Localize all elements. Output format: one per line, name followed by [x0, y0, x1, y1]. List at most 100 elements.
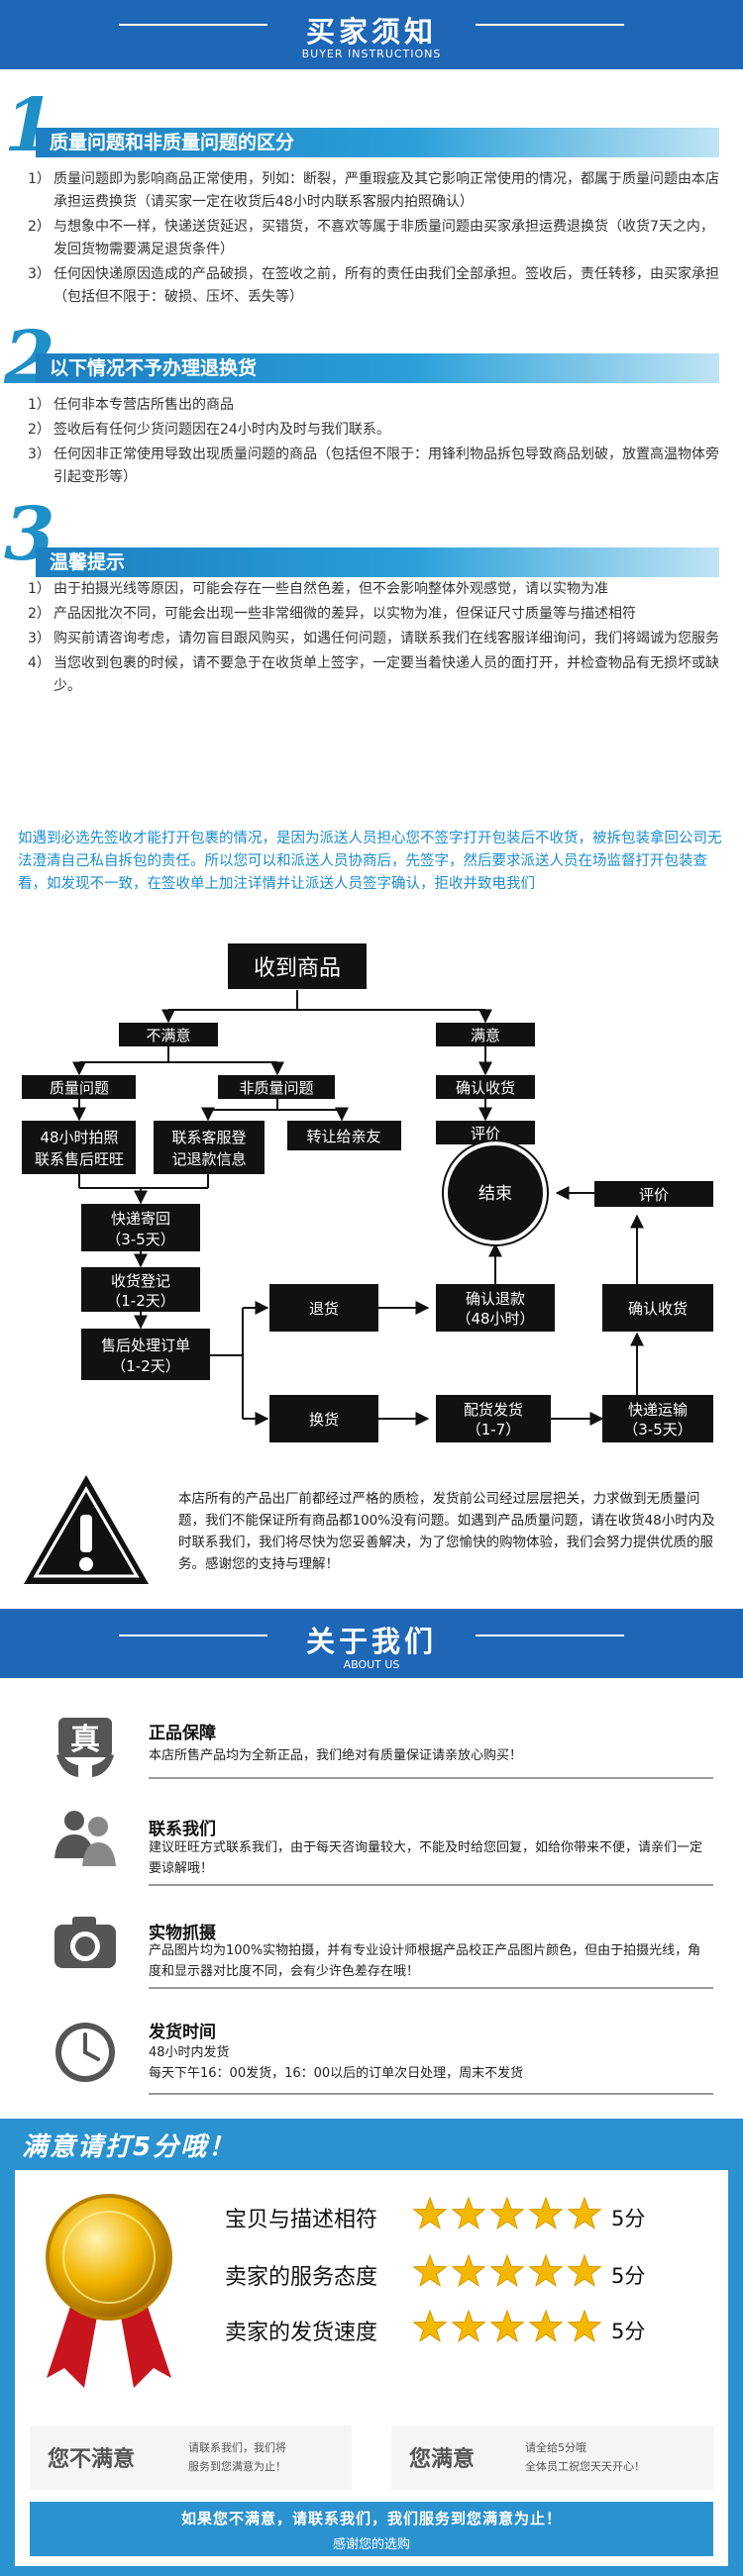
star-icon[interactable]: [489, 2196, 525, 2229]
star-icon[interactable]: [528, 2309, 564, 2342]
flow-confirm2-label: 确认收货: [628, 1300, 688, 1318]
quality-check-statement: 本店所有的产品出厂前都经过严格的质检，发货前公司经过层层把关，力求做到无质量问题…: [178, 1491, 715, 1572]
contact-satisfaction-bar: 如果您不满意，请联系我们，我们服务到您满意为止！ 感谢您的选购: [30, 2502, 713, 2556]
list-item: 3）购买前请咨询考虑，请勿盲目跟风购买，如遇任何问题，请联系我们在线客服详细询问…: [28, 631, 719, 646]
flow-unsatisfied-box: [119, 1023, 218, 1046]
flow-ship-label-1: 配货发货: [464, 1401, 523, 1419]
list-item: 1）任何非本专营店所售出的商品: [28, 397, 234, 413]
about-divider: [149, 1987, 713, 1989]
buyer-instructions-header: 买家须知 BUYER INSTRUCTIONS: [0, 0, 743, 69]
section-1-list: 1）质量问题即为影响商品正常使用，列如：断裂，严重瑕疵及其它影响正常使用的情况，…: [28, 168, 721, 311]
flow-review-label: 评价: [471, 1125, 500, 1142]
flow-receive-label: 收到商品: [254, 956, 341, 981]
flow-register-label-1: 收货登记: [111, 1272, 170, 1290]
section-3-list: 1）由于拍摄光线等原因，可能会存在一些自然色差，但不会影响整体外观感觉，请以实物…: [28, 578, 721, 700]
star-icon[interactable]: [412, 2196, 448, 2229]
flow-transit-label-2: （3-5天）: [623, 1421, 692, 1438]
list-item: 2）签收后有任何少货问题因在24小时内及时与我们联系。: [28, 422, 390, 438]
list-item: 4）当您收到包裹的时候，请不要急于在收货单上签字，一定要当着快递人员的面打开，并…: [28, 655, 719, 694]
star-icon[interactable]: [412, 2309, 448, 2342]
flow-express-label-2: （3-5天）: [106, 1231, 175, 1248]
header-title: 买家须知: [305, 15, 437, 49]
flow-confirm-label: 确认收货: [456, 1079, 515, 1097]
about-divider-right: [476, 1635, 624, 1636]
flow-contact-box: [154, 1121, 265, 1174]
star-icon[interactable]: [567, 2309, 602, 2342]
star-icon[interactable]: [412, 2253, 448, 2287]
list-item: 2）产品因批次不同，可能会出现一些非常细微的差异，以实物为准，但保证尺寸质量等与…: [28, 606, 636, 622]
flow-confirm-box: [436, 1075, 535, 1099]
star-icon[interactable]: [451, 2196, 486, 2229]
flow-exchange-box: [269, 1395, 378, 1442]
flow-express-label-1: 快递寄回: [111, 1210, 170, 1228]
flow-after-sales-label-2: （1-2天）: [111, 1357, 180, 1375]
star-icon[interactable]: [567, 2253, 602, 2287]
about-shipping-desc-1: 48小时内发货: [149, 2045, 230, 2060]
flow-review2-label: 评价: [639, 1186, 669, 1204]
about-divider: [149, 1884, 713, 1886]
list-item: 1）由于拍摄光线等原因，可能会存在一些自然色差，但不会影响整体外观感觉，请以实物…: [28, 581, 608, 597]
about-divider: [149, 1777, 713, 1779]
flow-refund-confirm-box: [436, 1284, 555, 1332]
header-subtitle: BUYER INSTRUCTIONS: [301, 48, 442, 60]
contact-icon: [54, 1811, 116, 1866]
about-photo-title: 实物抓摄: [149, 1924, 216, 1943]
rating-stars-service[interactable]: [411, 2253, 609, 2289]
star-icon[interactable]: [451, 2253, 486, 2287]
star-icon[interactable]: [528, 2196, 564, 2229]
rating-label-service: 卖家的服务态度: [225, 2265, 378, 2290]
rating-stars-shipping[interactable]: [411, 2309, 609, 2344]
about-subtitle: ABOUT US: [343, 1658, 400, 1671]
flow-register-box: [81, 1267, 200, 1312]
contact-satisfaction-line: 如果您不满意，请联系我们，我们服务到您满意为止！: [180, 2510, 562, 2527]
list-item: 2）与想象中不一样，快递送货延迟，买错货，不喜欢等属于非质量问题由买家承担运费退…: [28, 219, 714, 257]
rating-label-shipping: 卖家的发货速度: [225, 2321, 378, 2345]
flow-contact-label-2: 记退款信息: [171, 1150, 246, 1168]
star-icon[interactable]: [528, 2253, 564, 2287]
section-1-title: 质量问题和非质量问题的区分: [36, 128, 719, 157]
about-contact-title: 联系我们: [149, 1820, 216, 1839]
thanks-line: 感谢您的选购: [332, 2537, 410, 2552]
header-divider-right: [476, 24, 624, 26]
flow-after-sales-box: [81, 1329, 210, 1380]
flow-photo-box: [22, 1121, 136, 1174]
flow-quality-box: [22, 1075, 136, 1099]
header-divider-left: [119, 24, 267, 26]
about-authentic-title: 正品保障: [149, 1724, 216, 1743]
flow-review2-box: [594, 1181, 713, 1207]
rating-label-description: 宝贝与描述相符: [225, 2208, 378, 2232]
star-row: [412, 2309, 602, 2342]
flow-non-quality-box: [218, 1075, 335, 1099]
star-icon[interactable]: [489, 2309, 525, 2342]
flow-refund-confirm-label-1: 确认退款: [466, 1290, 525, 1308]
clock-icon: [55, 2023, 115, 2082]
flow-satisfied-label: 满意: [471, 1027, 500, 1044]
flow-refund-confirm-label-2: （48小时）: [456, 1310, 534, 1328]
warning-icon: [24, 1475, 149, 1584]
flow-register-label-2: （1-2天）: [106, 1292, 175, 1310]
rating-card: 宝贝与描述相符 5分 卖家的服务态度 5分 卖家的发货速度 5分 您不满意 请联…: [15, 2170, 728, 2566]
star-icon[interactable]: [451, 2309, 486, 2342]
about-photo-desc: 产品图片均为100%实物拍摄，并有专业设计师根据产品校正产品图片颜色，但由于拍摄…: [149, 1943, 701, 1979]
about-title: 关于我们: [305, 1625, 437, 1658]
after-sales-flowchart: 收到商品 不满意 满意 质量问题 非质量问题 确认收货 48小时拍照 联系售后旺…: [22, 943, 713, 1442]
camera-icon: [54, 1917, 116, 1968]
flow-end-circle: [444, 1141, 547, 1244]
star-row: [412, 2253, 602, 2287]
flow-refund-box: [269, 1284, 378, 1332]
flow-ship-box: [436, 1395, 551, 1442]
star-icon[interactable]: [567, 2196, 602, 2229]
list-item: 1）质量问题即为影响商品正常使用，列如：断裂，严重瑕疵及其它影响正常使用的情况，…: [28, 171, 719, 210]
about-divider: [149, 2093, 713, 2095]
about-authentic-desc: 本店所售产品均为全新正品，我们绝对有质量保证请亲放心购买！: [149, 1748, 523, 1763]
flow-non-quality-label: 非质量问题: [239, 1079, 313, 1097]
sign-for-package-notice: 如遇到必选先签收才能打开包裹的情况，是因为派送人员担心您不签字打开包装后不收货，…: [18, 831, 722, 892]
flow-end-label: 结束: [478, 1184, 512, 1204]
rating-score-service: 5分: [611, 2264, 646, 2288]
list-item: 3）任何因快递原因造成的产品破损，在签收之前，所有的责任由我们全部承担。签收后，…: [28, 266, 719, 305]
rating-score-description: 5分: [611, 2207, 646, 2230]
star-icon[interactable]: [489, 2253, 525, 2287]
flow-photo-label-2: 联系售后旺旺: [35, 1150, 124, 1168]
rating-stars-description[interactable]: [411, 2196, 609, 2231]
flow-unsatisfied-label: 不满意: [146, 1027, 190, 1044]
